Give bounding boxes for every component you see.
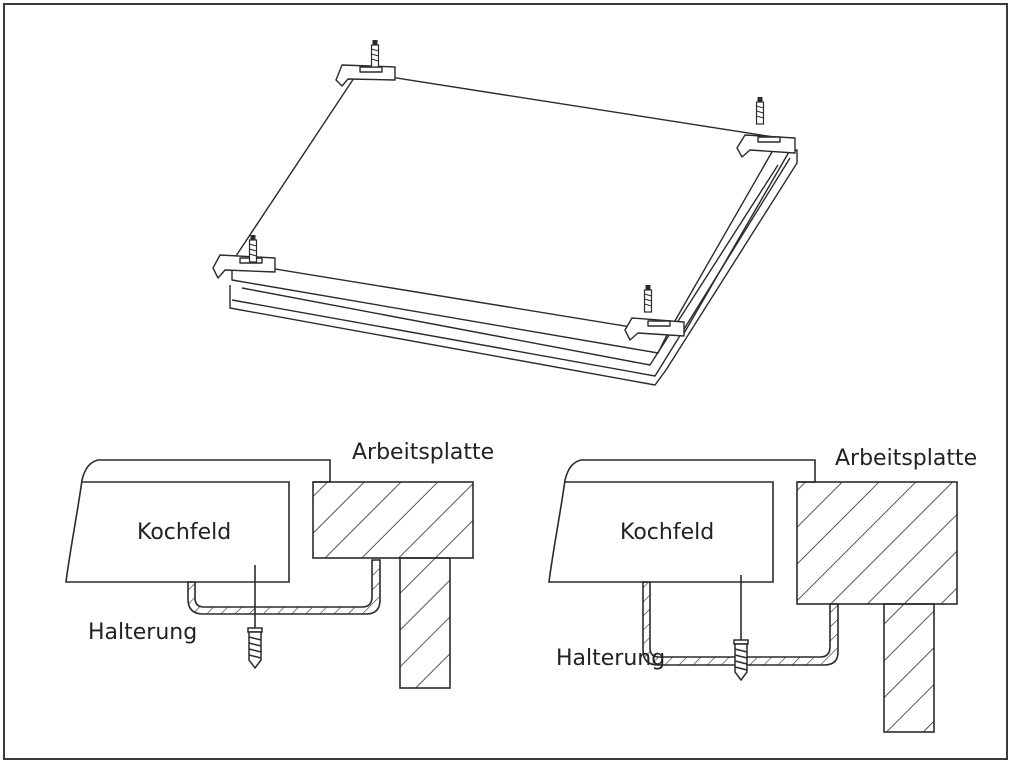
worktop-label-right: Arbeitsplatte: [835, 446, 978, 471]
section-right: [548, 459, 958, 733]
cabinet-side: [399, 557, 451, 689]
bracket-top-left: [335, 64, 396, 87]
bracket-top-right: [736, 134, 796, 158]
hob-lip: [81, 459, 331, 483]
worktop-section: [796, 481, 958, 605]
worktop-section: [312, 481, 474, 559]
hob-perspective-view: [212, 64, 798, 386]
screw-icon: [248, 234, 258, 263]
worktop-label-left: Arbeitsplatte: [352, 440, 495, 465]
mounting-bracket: [642, 581, 839, 666]
bracket-label-right: Halterung: [556, 646, 666, 671]
hob-base-frame: [229, 149, 798, 386]
bracket-label-left: Halterung: [88, 620, 198, 645]
hob-body: [65, 479, 290, 583]
mounting-bracket: [187, 559, 381, 615]
screw-icon: [643, 284, 653, 313]
screw-icon: [755, 96, 765, 125]
hob-lip: [564, 459, 816, 483]
screw-icon: [247, 627, 263, 669]
bracket-bottom-left: [212, 254, 276, 279]
bracket-bottom-right: [624, 317, 685, 341]
figure-frame: [3, 3, 1008, 760]
section-left: [65, 459, 474, 689]
hob-label-right: Kochfeld: [620, 520, 715, 545]
hob-body: [548, 479, 774, 583]
hob-label-left: Kochfeld: [137, 520, 232, 545]
screw-icon: [733, 639, 749, 681]
cabinet-side: [883, 603, 935, 733]
screw-icon: [370, 39, 380, 68]
